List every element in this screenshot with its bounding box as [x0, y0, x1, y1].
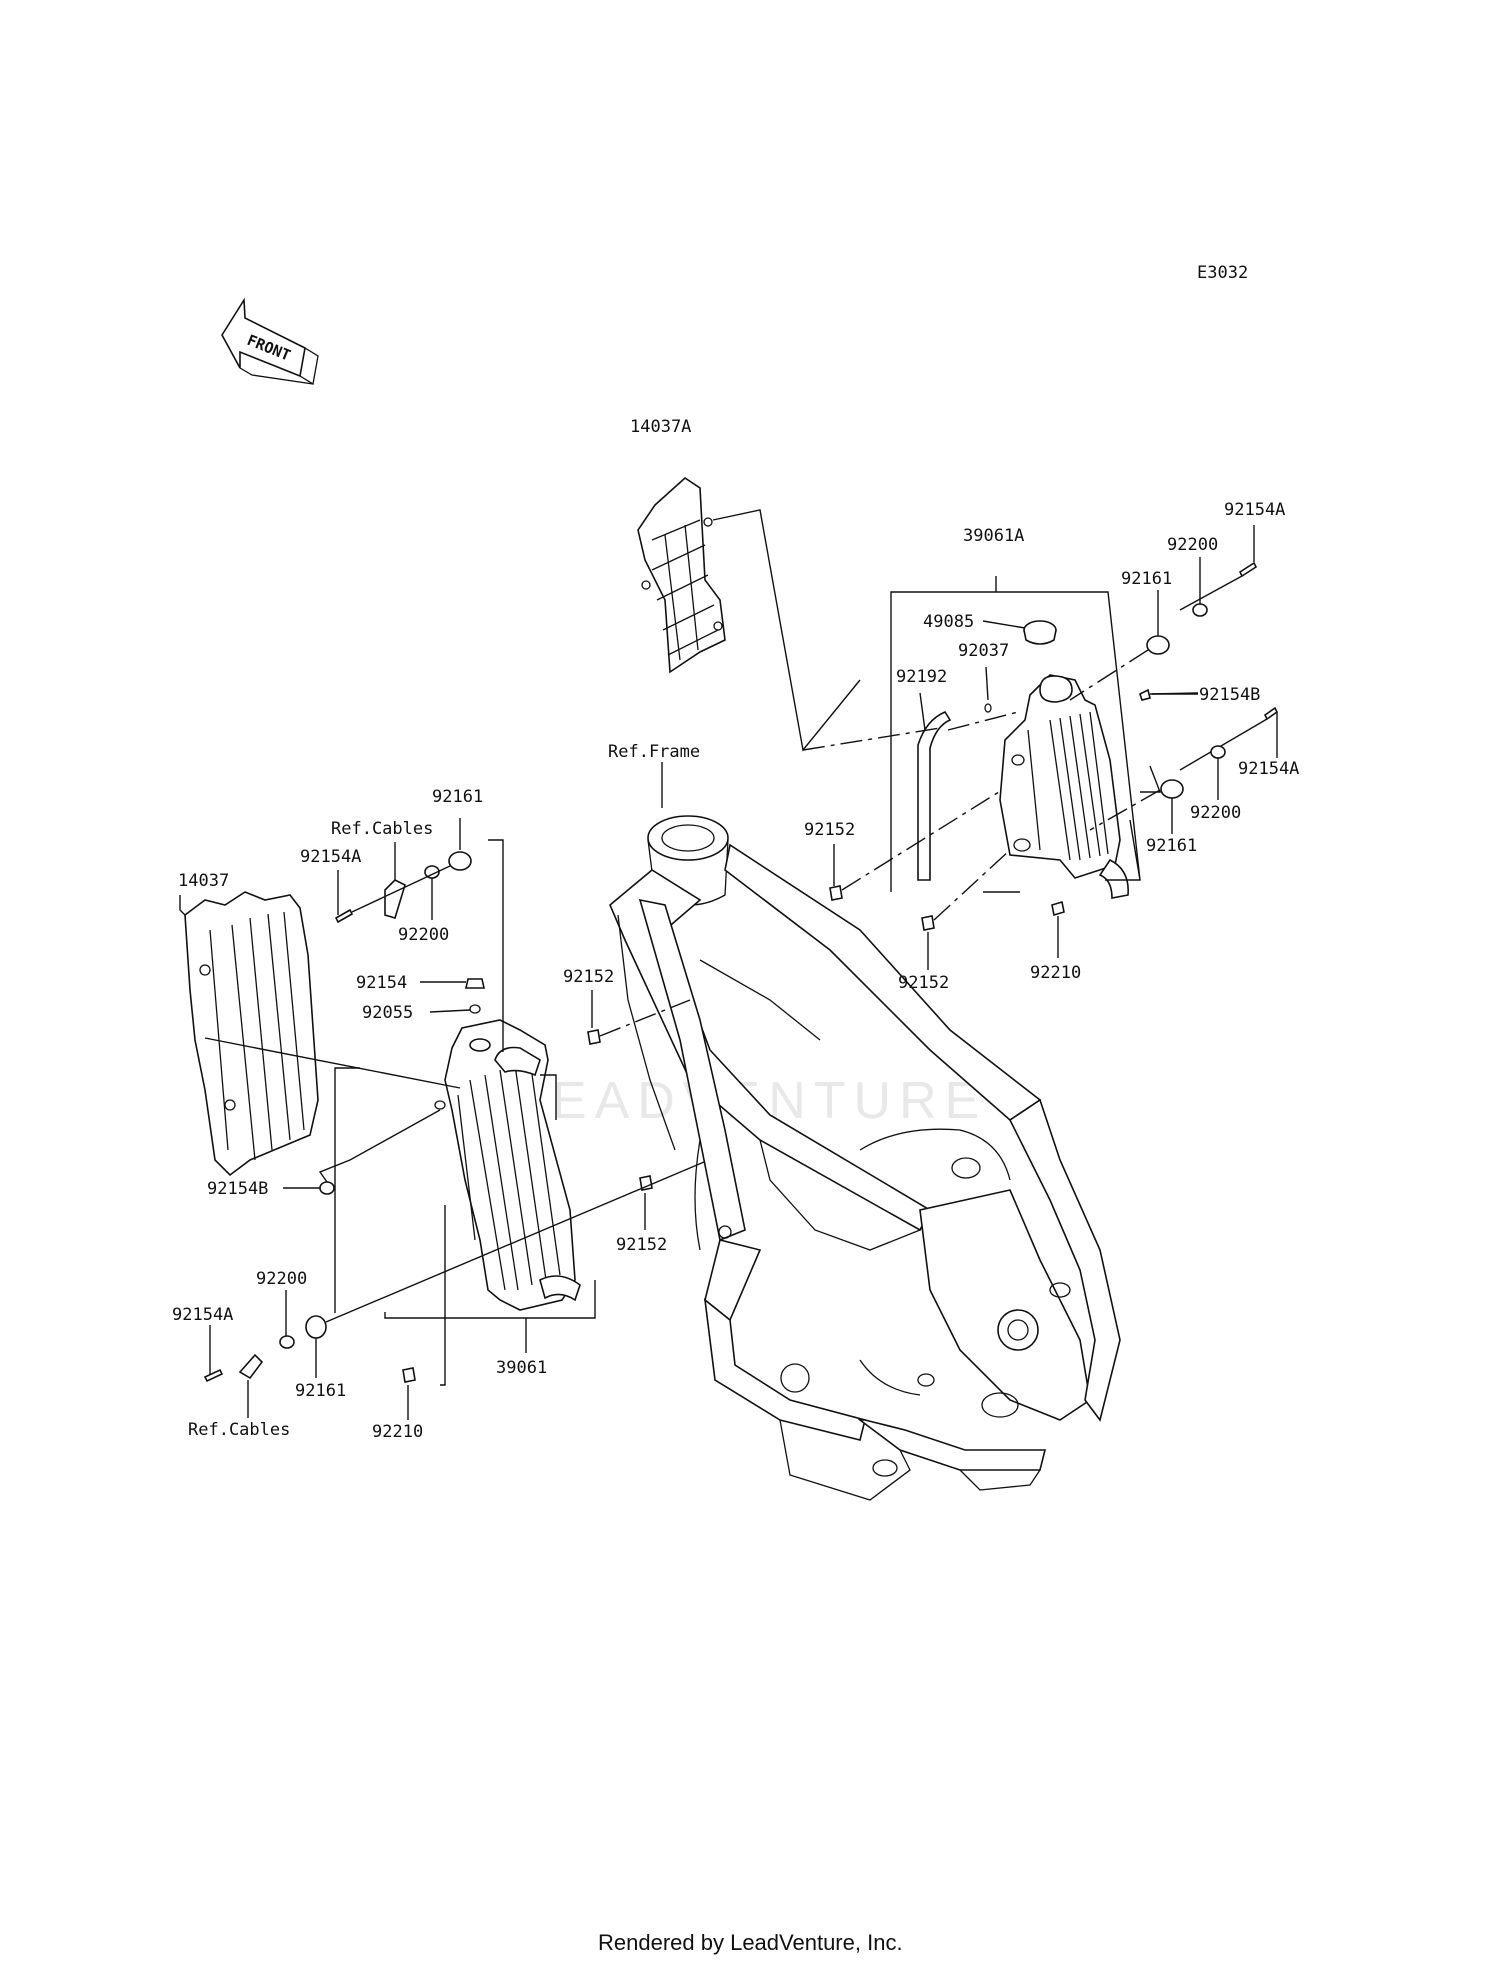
label-92192: 92192	[896, 667, 947, 687]
label-92152-center-lower: 92152	[898, 973, 949, 993]
right-radiator-39061A	[917, 620, 1129, 899]
label-ref-frame: Ref.Frame	[608, 742, 700, 762]
leader-lines	[179, 509, 1278, 1420]
label-14037A: 14037A	[630, 417, 691, 437]
label-39061A: 39061A	[963, 526, 1024, 546]
label-92161-left-upper: 92161	[432, 787, 483, 807]
label-92200-right-upper: 92200	[1167, 535, 1218, 555]
label-92200-left-lower: 92200	[256, 1269, 307, 1289]
label-92154: 92154	[356, 973, 407, 993]
label-92210-left: 92210	[372, 1422, 423, 1442]
label-92154B-right: 92154B	[1199, 685, 1260, 705]
right-shroud-14037A	[637, 476, 726, 674]
label-92154A-right-upper: 92154A	[1224, 500, 1285, 520]
label-14037: 14037	[178, 871, 229, 891]
frame-drawing	[609, 815, 1121, 1501]
label-92161-left-lower: 92161	[295, 1381, 346, 1401]
label-92154A-left-upper: 92154A	[300, 847, 361, 867]
left-hardware	[203, 851, 705, 1383]
footer-credit: Rendered by LeadVenture, Inc.	[598, 1930, 903, 1955]
label-92200-left-upper: 92200	[398, 925, 449, 945]
label-ref-cables-lower: Ref.Cables	[188, 1420, 290, 1440]
label-49085: 49085	[923, 612, 974, 632]
diagram-code: E3032	[1197, 263, 1248, 283]
left-shroud-14037	[184, 891, 319, 1177]
front-arrow-icon: FRONT	[221, 297, 319, 386]
label-ref-cables-upper: Ref.Cables	[331, 819, 433, 839]
left-radiator-39061	[434, 1019, 581, 1311]
label-92161-right-lower: 92161	[1146, 836, 1197, 856]
label-39061: 39061	[496, 1358, 547, 1378]
label-92152-left-lower: 92152	[616, 1235, 667, 1255]
label-92055: 92055	[362, 1003, 413, 1023]
label-92200-right-lower: 92200	[1190, 803, 1241, 823]
label-92154A-left-lower: 92154A	[172, 1305, 233, 1325]
label-92154A-right-lower: 92154A	[1238, 759, 1299, 779]
label-92037: 92037	[958, 641, 1009, 661]
label-92210-right: 92210	[1030, 963, 1081, 983]
label-92152-center-upper: 92152	[804, 820, 855, 840]
label-92154B-left: 92154B	[207, 1179, 268, 1199]
part-labels: 14037A 39061A 92154A 92200 92161 49085 9…	[172, 417, 1299, 1442]
label-92161-right-upper: 92161	[1121, 569, 1172, 589]
label-92152-left-upper: 92152	[563, 967, 614, 987]
